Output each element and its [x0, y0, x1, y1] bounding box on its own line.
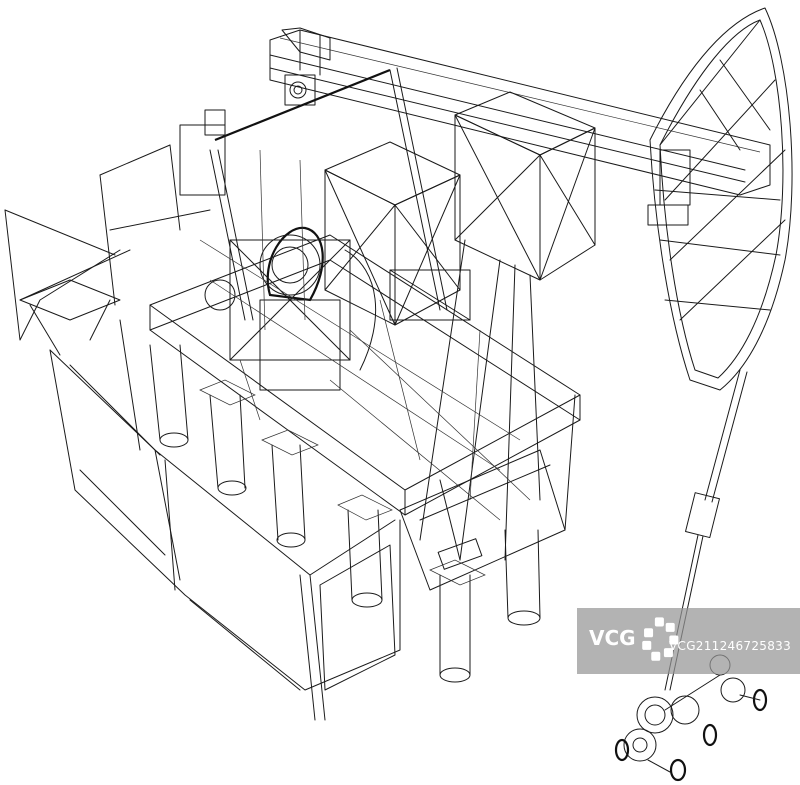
horsehead	[647, 7, 793, 391]
safety-fence	[49, 319, 401, 721]
foundation-piers	[149, 344, 541, 683]
walking-beam	[269, 27, 771, 196]
samson-post	[419, 91, 596, 561]
wellhead	[614, 654, 768, 782]
watermark-id: VCG211246725833	[669, 639, 792, 653]
watermark-brand: VCG	[589, 626, 636, 650]
gearbox	[204, 226, 471, 391]
watermark: VCG VCG211246725833	[577, 608, 800, 674]
vcg-logo-icon	[642, 617, 679, 661]
base-frame	[149, 234, 581, 591]
ladder-platform	[4, 144, 211, 356]
detail-lines	[199, 149, 531, 521]
pitman-arms	[179, 67, 448, 321]
crank-tower	[324, 141, 461, 326]
